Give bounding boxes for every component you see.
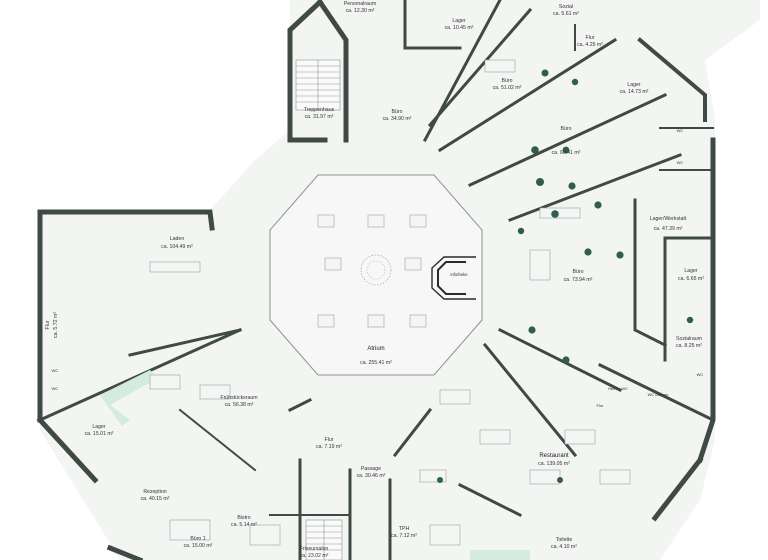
room-area: ca. 14.73 m² <box>620 89 649 95</box>
room-area: ca. 10.45 m² <box>445 25 474 31</box>
room-area: ca. 4.25 m² <box>577 42 603 48</box>
room-area: ca. 30.46 m² <box>357 473 386 479</box>
room-area: ca. 8.25 m² <box>676 343 702 349</box>
room-area: ca. 5.61 m² <box>553 11 579 17</box>
room-name: Flur <box>45 320 51 329</box>
room-area: ca. 73.94 m² <box>564 277 593 283</box>
wc-label: WC <box>697 372 704 377</box>
room-name: Büro <box>573 269 584 275</box>
room-area: ca. 5.14 m² <box>231 522 257 528</box>
herren-wc-label: Herren WC <box>608 386 628 391</box>
room-labels: Personalraum ca. 12.30 m² Lager ca. 10.4… <box>45 1 704 559</box>
room-area: ca. 31.97 m² <box>305 114 334 120</box>
room-area: ca. 7.19 m² <box>316 444 342 450</box>
room-area: ca. 34.90 m² <box>383 116 412 122</box>
room-name: Flur <box>586 35 595 41</box>
room-name: Laden <box>170 236 185 242</box>
room-name: Friseursalon <box>300 546 329 552</box>
room-name: Sozialraum <box>676 336 702 342</box>
room-name: Büro <box>502 78 513 84</box>
room-name: TPH <box>399 526 410 532</box>
room-area: ca. 6.65 m² <box>678 276 704 282</box>
room-area: ca. 56.38 m² <box>225 402 254 408</box>
stairs-top <box>295 59 341 111</box>
furniture <box>149 59 631 546</box>
room-area: ca. 40.15 m² <box>141 496 170 502</box>
interior-walls <box>38 0 716 560</box>
room-area: ca. 23.02 m² <box>300 553 329 559</box>
room-name: Frühstücksraum <box>220 395 257 401</box>
room-name: Passage <box>361 466 381 472</box>
room-area: ca. 15.00 m² <box>184 543 213 549</box>
room-area: ca. 51.02 m² <box>493 85 522 91</box>
room-name: Bistro <box>237 515 250 521</box>
room-name: Büro <box>561 126 572 132</box>
wc-label: WC <box>677 128 684 133</box>
room-area: ca. 66.41 m² <box>552 150 581 156</box>
room-name: Treppenhaus <box>304 107 335 113</box>
room-name: Lager <box>684 268 698 274</box>
room-name: Atrium <box>367 346 384 352</box>
room-name: Rezeption <box>143 489 166 495</box>
accent-passage <box>470 550 530 560</box>
room-area: ca. 139.05 m² <box>538 461 570 467</box>
room-area: ca. 15.01 m² <box>85 431 114 437</box>
info-desk-label: Infotheke <box>450 272 468 277</box>
room-area: ca. 47.39 m² <box>654 226 683 232</box>
room-name: Lager <box>92 424 106 430</box>
accent-reception <box>100 370 158 426</box>
room-name: Restaurant <box>539 453 569 459</box>
room-name: Flur <box>325 437 334 443</box>
room-name: Personalraum <box>344 1 376 7</box>
stairs-bottom <box>305 519 343 560</box>
room-area: ca. 4.10 m² <box>551 544 577 550</box>
room-area: ca. 104.49 m² <box>161 244 193 250</box>
room-name: Toilette <box>556 537 573 543</box>
room-area: ca. 7.12 m² <box>391 533 417 539</box>
room-area: ca. 255.41 m² <box>360 360 392 366</box>
wc-label: WC <box>52 386 59 391</box>
flur-small-label: Flur <box>597 403 605 408</box>
room-name: Büro <box>392 109 403 115</box>
room-area: ca. 5.72 m² <box>53 312 59 338</box>
office-chairs <box>437 69 694 483</box>
room-name: Lager/Werkstatt <box>650 216 687 222</box>
room-name: Lager <box>452 18 466 24</box>
small-labels: Infotheke WC WC WC Herren WC WC Damen Fl… <box>52 128 704 408</box>
room-name: Büro 1 <box>190 536 205 542</box>
wc-label: WC <box>677 160 684 165</box>
wc-label: WC <box>52 368 59 373</box>
wc-damen-label: WC Damen <box>648 392 669 397</box>
room-name: Lager <box>627 82 641 88</box>
room-area: ca. 12.30 m² <box>346 8 375 14</box>
atrium-furniture <box>317 214 476 328</box>
room-name: Sozial <box>559 4 573 10</box>
